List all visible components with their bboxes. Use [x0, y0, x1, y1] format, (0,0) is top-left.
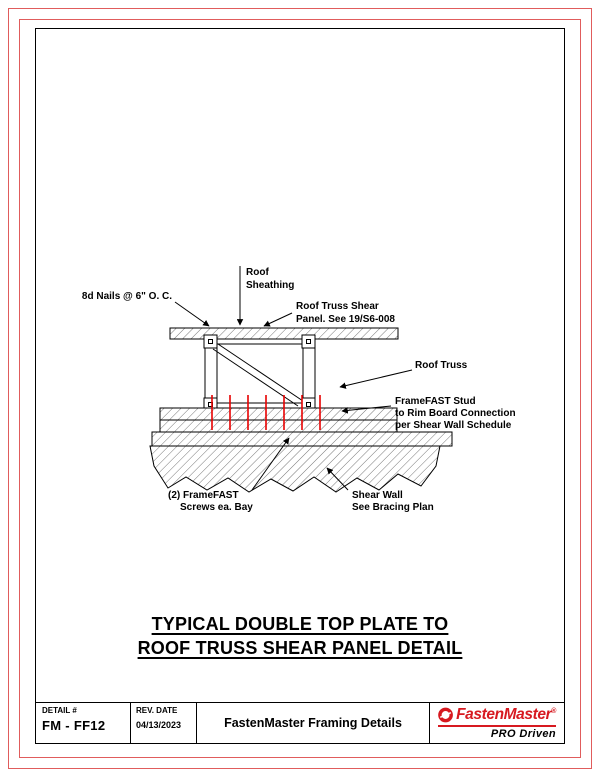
- title-block-rev-cell: REV. DATE 04/13/2023: [131, 703, 197, 743]
- label-roof-sheathing-line2: Sheathing: [246, 280, 294, 291]
- framefast-screws: [211, 395, 321, 430]
- detail-title-line1: TYPICAL DOUBLE TOP PLATE TO: [151, 614, 449, 634]
- leader-roof-truss: [339, 369, 413, 389]
- double-top-plate: [159, 407, 398, 433]
- leader-screws: [251, 437, 290, 491]
- label-roof-sheathing-line1: Roof: [246, 267, 269, 278]
- leader-shear-wall: [326, 467, 349, 491]
- fastenmaster-logo-icon: [438, 707, 453, 723]
- detail-title: TYPICAL DOUBLE TOP PLATE TO ROOF TRUSS S…: [0, 612, 600, 660]
- label-shear-wall-line2: See Bracing Plan: [352, 502, 434, 513]
- label-shear-panel-line1: Roof Truss Shear: [296, 301, 379, 312]
- outer-red-border: [8, 8, 592, 769]
- detail-number-value: FM - FF12: [42, 718, 106, 733]
- title-block: DETAIL # FM - FF12 REV. DATE 04/13/2023 …: [35, 702, 565, 744]
- fastenmaster-logo: FastenMaster®: [438, 706, 556, 724]
- sheet-title: FastenMaster Framing Details: [224, 716, 402, 730]
- roof-truss-panel: [204, 338, 316, 409]
- diagonal-brace: [217, 343, 304, 402]
- leader-nails: [174, 301, 210, 327]
- logo-tagline: PRO Driven: [490, 728, 556, 740]
- label-stud-connection-line1: FrameFAST Stud: [395, 396, 476, 407]
- label-shear-wall-line1: Shear Wall: [352, 490, 403, 501]
- title-block-logo-cell: FastenMaster® PRO Driven: [430, 703, 564, 743]
- logo-brand-text: FastenMaster®: [456, 706, 556, 724]
- detail-title-line2: ROOF TRUSS SHEAR PANEL DETAIL: [137, 638, 463, 658]
- detail-number-label: DETAIL #: [42, 706, 77, 715]
- label-screws-line2: Screws ea. Bay: [180, 502, 253, 513]
- detail-drawing: Roof Sheathing 8d Nails @ 6" O. C. Roof …: [82, 266, 516, 513]
- label-stud-connection-line3: per Shear Wall Schedule: [395, 420, 512, 431]
- rev-date-label: REV. DATE: [136, 706, 178, 715]
- title-block-sheet-title-cell: FastenMaster Framing Details: [197, 703, 430, 743]
- label-stud-connection-line2: to Rim Board Connection: [395, 408, 516, 419]
- label-shear-panel-line2: Panel. See 19/S6-008: [296, 314, 395, 325]
- title-block-detail-cell: DETAIL # FM - FF12: [36, 703, 131, 743]
- registered-mark: ®: [551, 707, 556, 715]
- leader-lines: [174, 266, 413, 491]
- rim-board-shape: [151, 431, 453, 447]
- connector-plates: [203, 334, 316, 412]
- shear-wall-shape: [149, 445, 441, 493]
- inner-red-border: [19, 19, 581, 758]
- label-screws-line1: (2) FrameFAST: [168, 490, 239, 501]
- diagonal-brace: [212, 348, 299, 407]
- rev-date-value: 04/13/2023: [136, 720, 182, 730]
- leader-shear-panel: [263, 312, 293, 327]
- logo-red-rule: [438, 725, 556, 727]
- label-8d-nails: 8d Nails @ 6" O. C.: [82, 291, 172, 302]
- label-roof-truss: Roof Truss: [415, 360, 468, 371]
- leader-stud-connection: [341, 405, 392, 414]
- logo-brand-word: FastenMaster: [456, 706, 552, 723]
